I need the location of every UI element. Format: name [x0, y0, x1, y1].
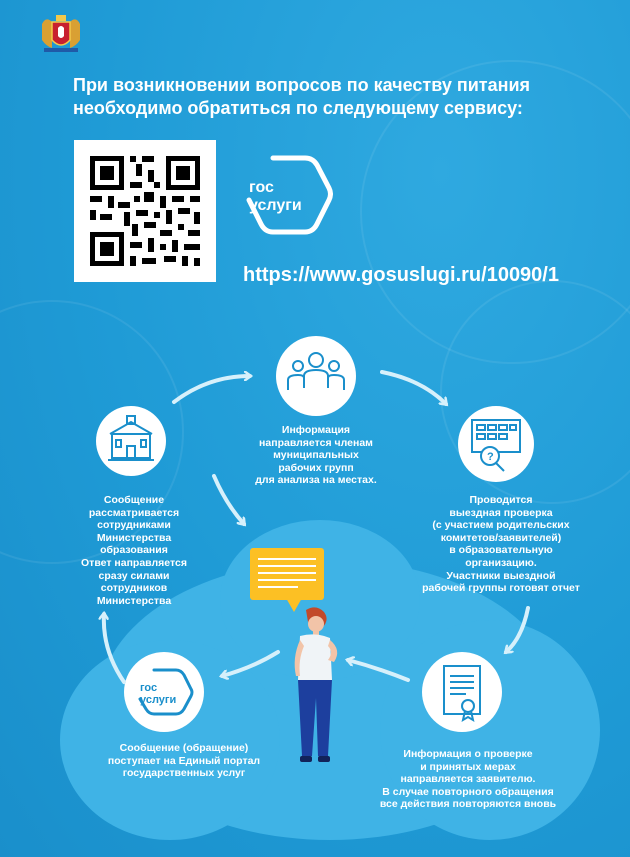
speech-bubble [250, 548, 324, 600]
gos-small-line-2: услуги [140, 694, 176, 706]
woman-illustration [294, 607, 338, 762]
qr-code[interactable] [74, 140, 216, 282]
step-gosuslugi-text: Сообщение (обращение) поступает на Едины… [107, 742, 261, 780]
qr-code-pattern [90, 156, 200, 266]
arrow-ministry-to-bubble [212, 474, 244, 524]
step-groups-text: Информация направляется членам муниципал… [255, 424, 377, 487]
bubble-line [258, 579, 316, 581]
gosuslugi-small-logo: гос услуги [138, 668, 194, 716]
arrow-gosuslugi-to-ministry [104, 614, 126, 684]
step-inspection-text: Проводится выездная проверка (с участием… [422, 494, 580, 595]
gos-small-line-1: гос [140, 682, 157, 694]
headline-line-2: необходимо обратиться по следующему серв… [73, 98, 523, 118]
headline: При возникновении вопросов по качеству п… [73, 74, 593, 120]
cloud-shape [380, 620, 600, 840]
people-group-icon [287, 352, 345, 390]
gosuslugi-logo: гос услуги [246, 155, 333, 235]
ministry-circle [96, 406, 166, 476]
arrow-groups-to-inspection [380, 370, 446, 404]
building-icon [108, 415, 154, 461]
headline-line-1: При возникновении вопросов по качеству п… [73, 75, 531, 95]
arrow-ministry-to-groups [172, 376, 250, 404]
svg-text:?: ? [487, 451, 494, 463]
gos-logo-line-2: услуги [249, 197, 302, 214]
step-result-text: Информация о проверке и принятых мерах н… [379, 748, 557, 811]
certificate-icon [443, 665, 481, 723]
arrow-result-to-woman [348, 660, 410, 682]
arrow-woman-to-gosuslugi [222, 650, 280, 676]
bubble-line [258, 558, 316, 560]
inspection-icon: ? [471, 419, 521, 472]
gos-logo-line-1: гос [249, 179, 274, 196]
bubble-line [258, 565, 316, 567]
step-ministry-text: Сообщение рассматривается сотрудниками М… [81, 494, 187, 607]
bubble-line [258, 586, 298, 588]
speech-bubble-tail [286, 598, 302, 612]
gosuslugi-circle: гос услуги [124, 652, 204, 732]
service-url[interactable]: https://www.gosuslugi.ru/10090/1 [243, 264, 559, 286]
arrow-inspection-to-result [506, 606, 530, 652]
inspection-circle: ? [458, 406, 534, 482]
groups-circle [276, 336, 356, 416]
bubble-line [258, 572, 316, 574]
result-circle [422, 652, 502, 732]
coat-of-arms-icon [42, 15, 80, 52]
